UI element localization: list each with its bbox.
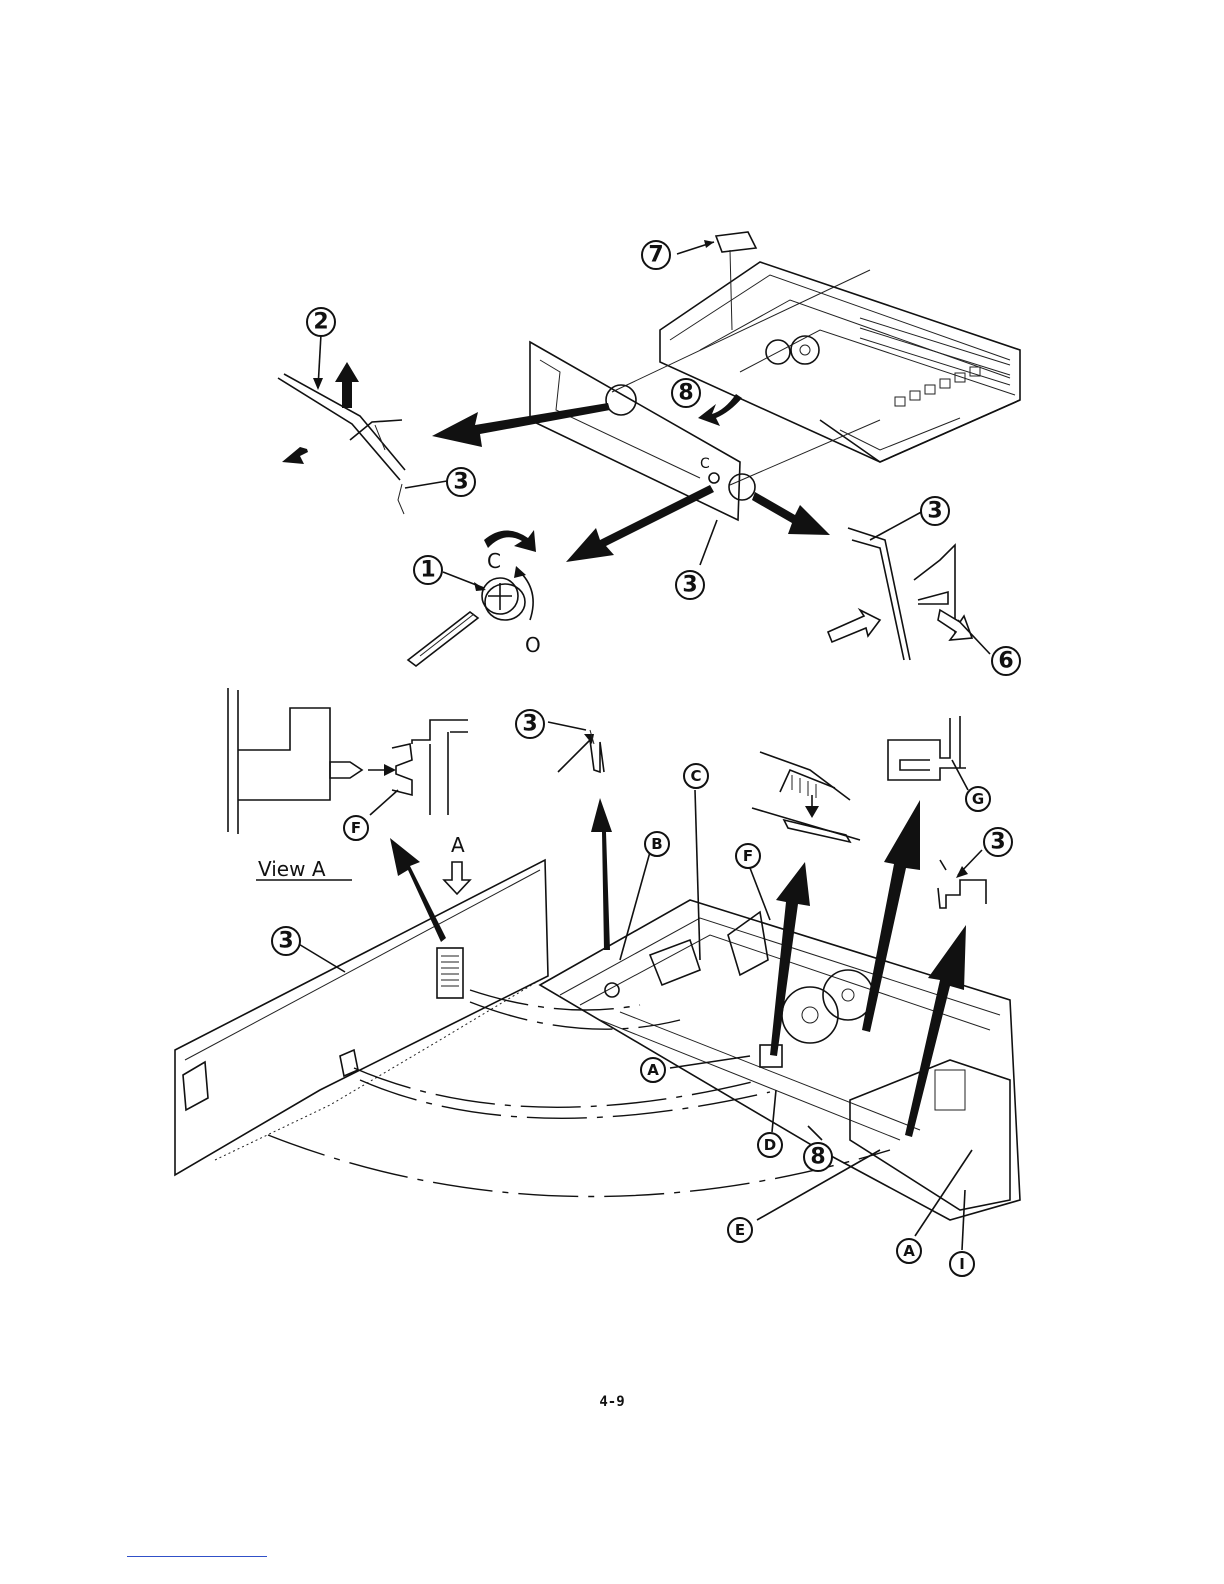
- svg-text:3: 3: [453, 470, 468, 495]
- svg-text:I: I: [959, 1255, 965, 1273]
- footer-rule: [127, 1556, 267, 1557]
- arrow-to-detail-c: [770, 862, 810, 1056]
- callout-a-right: A: [897, 1239, 921, 1263]
- arrow-to-view-a: [390, 838, 446, 942]
- callout-a-left: A: [641, 1058, 665, 1082]
- part-7-clip: [677, 232, 756, 330]
- detail-6: [828, 510, 990, 660]
- callout-e: E: [728, 1218, 752, 1242]
- callout-b: B: [645, 832, 669, 856]
- knob-close-label: C: [487, 549, 501, 573]
- callout-2: 2: [307, 308, 335, 336]
- svg-text:B: B: [651, 835, 662, 853]
- svg-text:A: A: [647, 1061, 659, 1079]
- svg-text:C: C: [690, 767, 701, 785]
- svg-text:7: 7: [648, 243, 663, 268]
- page-number: 4-9: [0, 1394, 1224, 1410]
- swing-arc-3: [354, 1068, 760, 1107]
- callout-i: I: [950, 1252, 974, 1276]
- callout-3-detail-b: 3: [516, 710, 544, 738]
- callout-d: D: [758, 1133, 782, 1157]
- callout-8-top: 8: [672, 379, 700, 407]
- callout-f-left: F: [344, 816, 368, 840]
- callout-6: 6: [992, 647, 1020, 675]
- callout-3-right-top: 3: [921, 497, 949, 525]
- printer-chassis-top: [660, 262, 1020, 462]
- printer-chassis-bottom: [540, 900, 1020, 1220]
- detail-c: [695, 752, 860, 960]
- svg-text:3: 3: [927, 499, 942, 524]
- svg-text:F: F: [351, 819, 361, 837]
- svg-text:8: 8: [678, 381, 693, 406]
- callout-3-board: 3: [272, 927, 300, 955]
- callout-g: G: [966, 787, 990, 811]
- swing-arc-4: [360, 1080, 770, 1118]
- callout-1: 1: [414, 556, 442, 584]
- arrow-to-knob: [566, 485, 714, 562]
- swing-arc-5: [268, 1135, 890, 1197]
- detail-b: [548, 722, 604, 772]
- arrow-to-detail-g: [862, 800, 920, 1032]
- bracket-mark-label: C: [700, 456, 710, 472]
- svg-text:3: 3: [278, 929, 293, 954]
- detail-g: [888, 716, 968, 790]
- svg-text:3: 3: [522, 712, 537, 737]
- callout-3-center-top: 3: [676, 571, 704, 599]
- svg-text:1: 1: [420, 558, 435, 583]
- svg-text:D: D: [764, 1136, 776, 1154]
- svg-text:8: 8: [810, 1145, 825, 1170]
- callout-c: C: [684, 764, 708, 788]
- svg-text:3: 3: [990, 830, 1005, 855]
- arrow-8-top: [698, 394, 742, 426]
- svg-text:G: G: [972, 790, 984, 808]
- callout-3-detail-right: 3: [984, 828, 1012, 856]
- svg-text:6: 6: [998, 649, 1013, 674]
- arrow-to-detail-b: [591, 798, 612, 950]
- circuit-board-3: [175, 860, 548, 1175]
- svg-text:2: 2: [313, 310, 328, 335]
- adjust-knob-1: [408, 530, 536, 666]
- svg-text:E: E: [735, 1221, 745, 1239]
- svg-text:3: 3: [682, 573, 697, 598]
- callout-3-left-top: 3: [447, 468, 475, 496]
- view-a-arrow-label: A: [451, 833, 465, 857]
- callout-f-right: F: [736, 844, 760, 868]
- knob-open-label: O: [525, 633, 541, 657]
- arrow-to-detail-2: [432, 403, 610, 447]
- callout-8-bottom: 8: [804, 1143, 832, 1171]
- svg-text:F: F: [743, 847, 753, 865]
- arrow-to-detail-6: [752, 492, 830, 535]
- detail-3-right: [938, 850, 986, 908]
- svg-text:A: A: [903, 1242, 915, 1260]
- detail-2: [278, 334, 447, 514]
- callout-7: 7: [642, 241, 670, 269]
- view-a-label: View A: [258, 857, 326, 881]
